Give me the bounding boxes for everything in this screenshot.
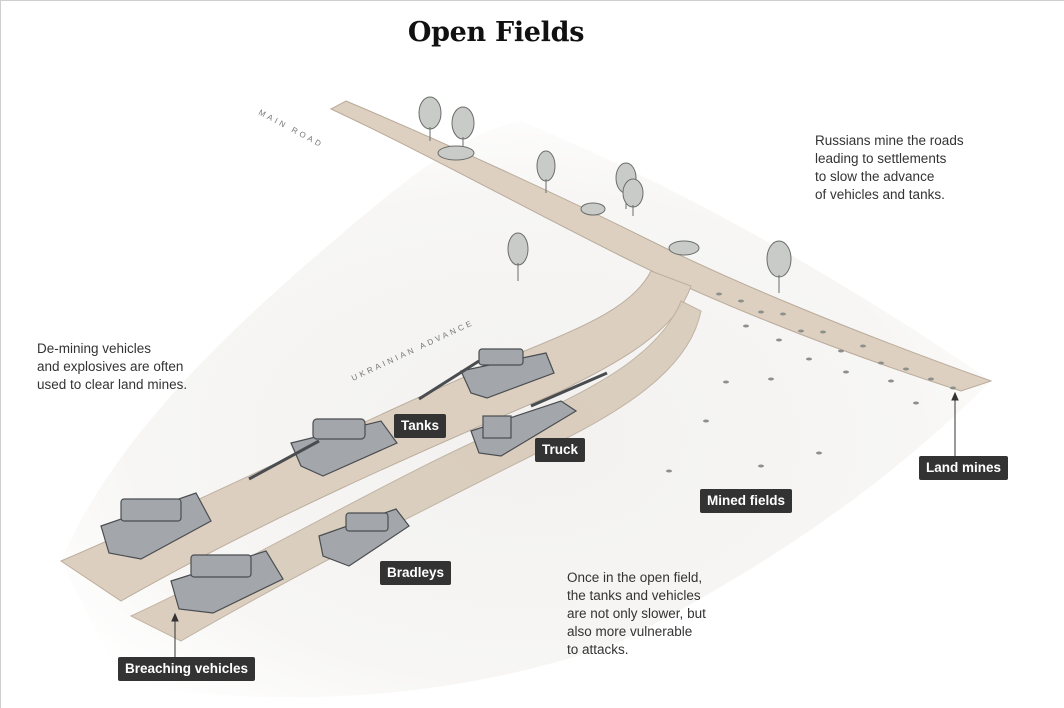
main-road xyxy=(329,100,993,392)
label-tanks: Tanks xyxy=(394,414,447,438)
label-truck: Truck xyxy=(535,438,586,462)
note-open-field: Once in the open field, the tanks and ve… xyxy=(567,570,706,657)
label-land-mines: Land mines xyxy=(919,456,1009,480)
tank-upper xyxy=(418,348,555,401)
tank-middle xyxy=(248,418,398,481)
vehicles xyxy=(100,348,608,614)
breaching-vehicle-lower xyxy=(170,550,284,614)
note-demining-vehicles: De-mining vehicles and explosives are of… xyxy=(37,341,188,392)
trees xyxy=(418,96,792,293)
note-russians-mine-roads: Russians mine the roads leading to settl… xyxy=(815,133,964,202)
label-bradleys: Bradleys xyxy=(380,561,452,585)
breaching-vehicle-upper xyxy=(100,492,212,560)
truck xyxy=(470,371,608,457)
bradley xyxy=(318,508,410,567)
land-mines xyxy=(666,292,956,473)
page-title: Open Fields xyxy=(407,17,585,48)
label-breaching-vehicles: Breaching vehicles xyxy=(118,657,256,681)
label-mined-fields: Mined fields xyxy=(700,489,793,513)
leader-lines xyxy=(171,391,959,657)
main-road-label: MAIN ROAD xyxy=(257,108,325,150)
